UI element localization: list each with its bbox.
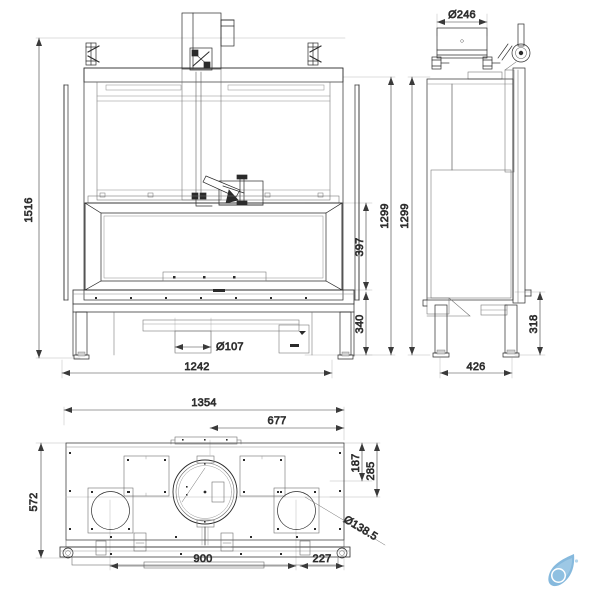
side-top-plate (467, 71, 503, 80)
plan-body-fixings (69, 452, 341, 538)
dim-label-187: 187 (350, 454, 362, 473)
front-elevation-view: 1516 1242 Ø107 397 340 1299 (23, 12, 396, 379)
front-door-bevel-top (84, 202, 343, 214)
dim-label-1516: 1516 (23, 197, 35, 222)
plan-air-inlet-left (87, 487, 134, 534)
plan-top-handle (170, 436, 242, 445)
dim-label-1299-side: 1299 (399, 203, 411, 228)
side-column-tabs (524, 289, 532, 297)
plan-roller-left (62, 547, 74, 559)
dim-label-1354: 1354 (191, 397, 216, 409)
side-witness-lines (407, 13, 546, 379)
dim-label-318: 318 (528, 315, 540, 334)
dim-label-d246: Ø246 (448, 9, 476, 21)
front-leg-right (337, 311, 354, 360)
side-firebox-block (430, 169, 512, 299)
side-collar-hanger-right (482, 56, 501, 70)
front-airwash-bar (162, 271, 267, 282)
side-flue-collar (436, 27, 488, 59)
front-hanger-left (85, 42, 100, 66)
dim-label-340: 340 (354, 315, 366, 334)
plan-air-inlet-right (273, 487, 320, 534)
front-baffle-right (227, 84, 325, 91)
dim-label-900: 900 (194, 553, 213, 565)
leader-line-d138 (304, 496, 386, 546)
front-hearth-plinth (72, 289, 355, 305)
front-ash-drawer (142, 319, 300, 332)
dim-label-1299-front: 1299 (379, 203, 391, 228)
front-control-box (278, 324, 310, 354)
front-hanger-right (307, 42, 322, 66)
front-door-bevel-bottom (84, 280, 343, 291)
dim-label-677: 677 (268, 415, 287, 427)
dim-label-d107: Ø107 (216, 341, 244, 353)
dim-label-227: 227 (313, 553, 332, 565)
front-lintel-clips (99, 192, 324, 198)
dim-label-572: 572 (28, 493, 40, 512)
dim-label-1242: 1242 (184, 361, 209, 373)
front-riser-spigot (220, 19, 235, 47)
front-drawer-marker (299, 331, 306, 335)
side-upper-door-panel (504, 69, 515, 173)
front-door-handle-assembly (202, 174, 264, 206)
droplet-inner-dot-icon (552, 569, 565, 582)
side-leg-front (432, 304, 450, 358)
side-body-outer (426, 78, 514, 301)
droplet-spark-icon (574, 559, 579, 563)
brand-droplet-logo (548, 554, 579, 587)
plan-flue-ring (172, 455, 238, 546)
side-door-column (512, 67, 526, 304)
front-riser-box (181, 12, 222, 70)
plan-access-plate-right (239, 455, 286, 497)
side-crank-wheel (497, 23, 531, 63)
plan-witness-lines (35, 406, 381, 571)
front-witness-lines (35, 37, 396, 379)
side-elevation-view: Ø246 1299 318 426 (399, 9, 546, 379)
front-lift-channel (181, 68, 222, 201)
plan-access-plate-left (123, 455, 170, 497)
front-leg-left (73, 311, 90, 360)
front-airwash-dots (173, 276, 236, 279)
side-dimension-lines (409, 19, 543, 376)
plan-roller-right (336, 547, 348, 559)
front-lift-mechanism-bottom (191, 192, 213, 207)
dim-label-d138: Ø138.5 (341, 514, 379, 543)
plan-dimension-lines (38, 407, 386, 569)
front-flue-outlet-stub (174, 330, 212, 354)
dim-label-397: 397 (354, 238, 366, 257)
dim-label-426: 426 (467, 361, 486, 373)
front-plinth-fixings (95, 289, 307, 299)
side-ashpan (426, 297, 450, 315)
front-casing-top-band (83, 67, 344, 83)
front-lift-mechanism-top (189, 47, 213, 71)
dim-label-285: 285 (365, 462, 377, 481)
front-baffle-left (105, 84, 182, 91)
side-collar-hanger-left (431, 56, 450, 70)
side-leg-rear (502, 304, 520, 358)
front-glass-pane (103, 215, 324, 279)
front-dimension-lines (36, 37, 394, 376)
front-door-lintel (87, 195, 340, 204)
plan-view: 1354 677 572 187 285 900 227 Ø138.5 (28, 397, 386, 571)
